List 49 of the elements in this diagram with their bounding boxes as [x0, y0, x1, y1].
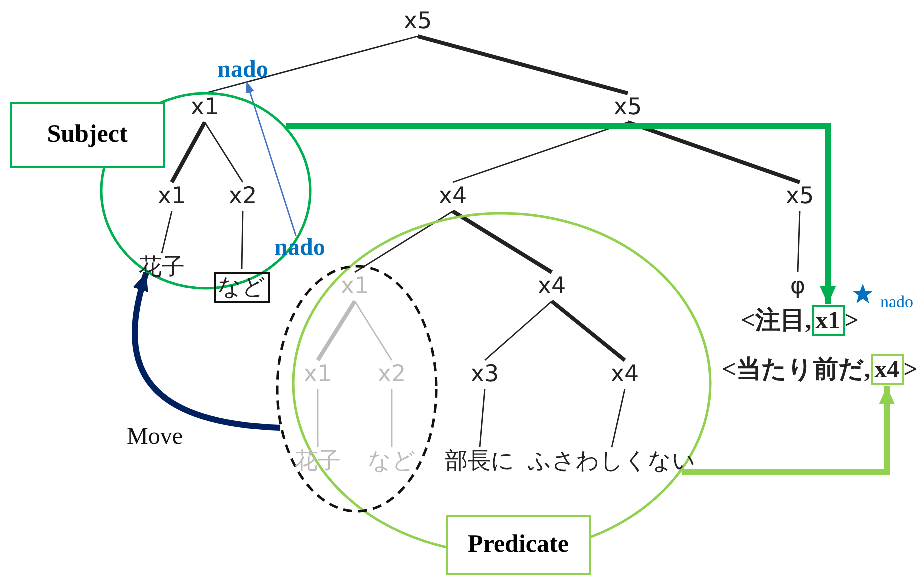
tree-branch [241, 211, 244, 270]
tree-label: x5 [614, 96, 642, 120]
arrow [132, 272, 280, 431]
bracket-text: <注目, [741, 308, 812, 334]
bracket-text: > [844, 308, 859, 334]
label-box: Predicate [446, 515, 591, 575]
boxed-index: x4 [870, 354, 904, 386]
move-label: Move [127, 425, 183, 449]
tree-label: x4 [438, 186, 468, 208]
tree-label: x2 [228, 186, 258, 208]
tree-label: x5 [404, 10, 432, 34]
tree-branch [550, 300, 626, 362]
tree-branch [611, 389, 626, 448]
tree-branch [627, 120, 801, 184]
arrow [246, 82, 297, 236]
tree-label: x4 [538, 276, 566, 298]
tree-branch [452, 122, 628, 184]
tree-label: x1 [158, 186, 186, 208]
boxed-index: x1 [812, 306, 845, 336]
tree-branch [391, 390, 393, 448]
annotation-text: nado [880, 294, 914, 310]
tree-label: φ [790, 276, 806, 298]
tree-branch [417, 34, 629, 96]
tree-branch [204, 36, 418, 94]
tree-label: x1 [304, 364, 332, 386]
tree-label: x3 [470, 364, 500, 386]
arrow [682, 386, 896, 475]
tree-label: x4 [610, 364, 640, 386]
tree-branch [204, 122, 244, 183]
tree-label: x1 [340, 276, 370, 298]
bracket-text: <当たり前だ, [722, 358, 871, 382]
tree-branch [161, 211, 173, 254]
tree-label: x2 [378, 364, 406, 386]
annotation-text: nado [218, 58, 268, 82]
bracket-text: > [904, 358, 918, 382]
tree-label: 部長に [445, 450, 515, 474]
tree-branch [170, 122, 207, 184]
tree-branch [479, 389, 486, 448]
label-box: Subject [10, 102, 165, 168]
tree-branch [452, 210, 554, 274]
tree-branch [317, 390, 319, 448]
arrow [286, 123, 836, 304]
tree-label: x5 [786, 186, 814, 208]
dashed-ellipse [276, 265, 438, 513]
tree-branch [484, 300, 552, 362]
tree-branch [797, 211, 801, 273]
tree-label: x1 [190, 96, 220, 120]
tree-label: など [368, 450, 416, 474]
tree-branch [354, 301, 393, 361]
